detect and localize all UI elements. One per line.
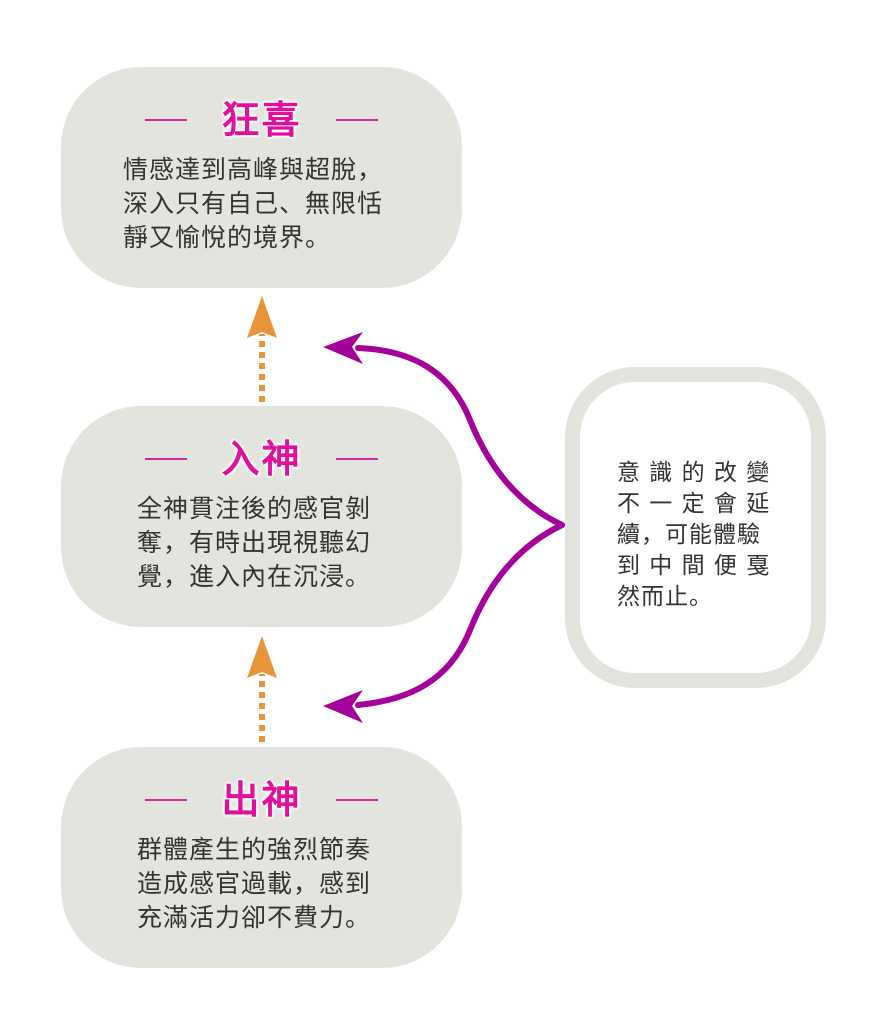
stage-title-trance: 出神 — [221, 777, 302, 822]
progress-arrow-upper-icon — [247, 296, 277, 402]
title-dash-right — [335, 458, 378, 460]
title-dash-left — [145, 799, 188, 801]
stage-description-absorption: 全神貫注後的感官剝 奪，有時出現視聽幻 覺，進入內在沉浸。 — [137, 494, 372, 591]
title-dash-right — [335, 119, 378, 121]
progress-arrow-lower-icon — [247, 636, 277, 742]
stage-box-trance: 出神 群體產生的強烈節奏 造成感官過載，感到 充滿活力卻不費力。 — [61, 747, 462, 968]
stage-box-ecstasy: 狂喜 情感達到高峰與超脫， 深入只有自己、無限恬 靜又愉悅的境界。 — [61, 67, 462, 288]
stage-title-row: 入神 — [61, 432, 462, 486]
note-text: 意 識 的 改 變 不 一 定 會 延 續，可能體驗 到 中 間 便 戛 然而止… — [617, 460, 771, 610]
stage-box-absorption: 入神 全神貫注後的感官剝 奪，有時出現視聽幻 覺，進入內在沉浸。 — [61, 406, 462, 627]
stage-title-absorption: 入神 — [221, 436, 302, 481]
title-dash-left — [145, 458, 188, 460]
stage-description-trance: 群體產生的強烈節奏 造成感官過載，感到 充滿活力卻不費力。 — [137, 835, 372, 932]
stage-description-ecstasy: 情感達到高峰與超脫， 深入只有自己、無限恬 靜又愉悅的境界。 — [123, 155, 384, 252]
note-box: 意 識 的 改 變 不 一 定 會 延 續，可能體驗 到 中 間 便 戛 然而止… — [565, 367, 826, 688]
stage-title-row: 狂喜 — [61, 93, 462, 147]
title-dash-left — [145, 119, 188, 121]
stage-title-row: 出神 — [61, 773, 462, 827]
title-dash-right — [335, 799, 378, 801]
stage-title-ecstasy: 狂喜 — [221, 97, 302, 142]
